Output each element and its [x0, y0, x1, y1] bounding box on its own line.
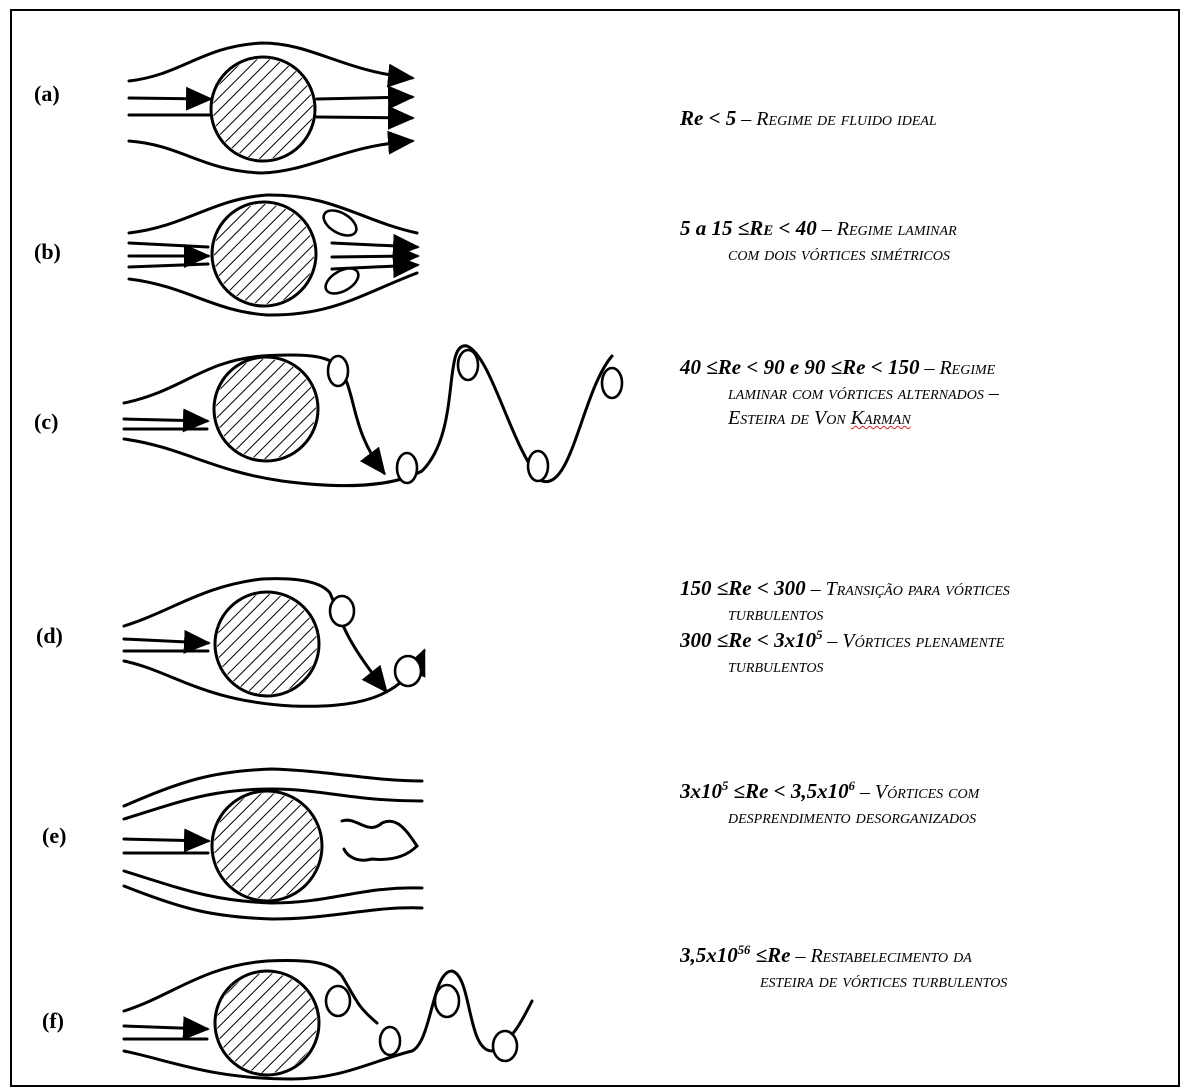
desc-a-line: Re < 5 – Regime de fluido ideal [680, 105, 937, 132]
desc-c: 40 ≤Re < 90 e 90 ≤Re < 150 – Regime lami… [680, 354, 999, 431]
desc-c-sub-2: Esteira de Von Karman [680, 406, 999, 431]
desc-a: Re < 5 – Regime de fluido ideal [680, 105, 937, 132]
desc-f-line: 3,5x1056 ≤Re – Restabelecimento da [680, 942, 1007, 969]
figure-c [124, 346, 622, 486]
desc-d-sub-2: turbulentos [680, 654, 1010, 679]
desc-b-sub: com dois vórtices simétricos [680, 242, 957, 267]
figure-f [124, 961, 532, 1079]
desc-e: 3x105 ≤Re < 3,5x106 – Vórtices com despr… [680, 778, 979, 830]
desc-f-sub: esteira de vórtices turbulentos [680, 969, 1007, 994]
desc-f: 3,5x1056 ≤Re – Restabelecimento da estei… [680, 942, 1007, 994]
diagram-frame: (a) (b) (c) (d) (e) (f) [10, 9, 1180, 1087]
desc-d-line-1: 150 ≤Re < 300 – Transição para vórtices [680, 575, 1010, 602]
desc-d-line-2: 300 ≤Re < 3x105 – Vórtices plenamente [680, 627, 1010, 654]
flow-figures [12, 11, 652, 1081]
desc-b-line: 5 a 15 ≤Re < 40 – Regime laminar [680, 215, 957, 242]
desc-c-sub-1: laminar com vórtices alternados – [680, 381, 999, 406]
desc-c-line: 40 ≤Re < 90 e 90 ≤Re < 150 – Regime [680, 354, 999, 381]
figure-b [129, 195, 417, 315]
desc-d: 150 ≤Re < 300 – Transição para vórtices … [680, 575, 1010, 679]
figure-a [129, 43, 412, 173]
figure-d [124, 579, 424, 707]
desc-e-line: 3x105 ≤Re < 3,5x106 – Vórtices com [680, 778, 979, 805]
desc-e-sub: desprendimento desorganizados [680, 805, 979, 830]
desc-b: 5 a 15 ≤Re < 40 – Regime laminar com doi… [680, 215, 957, 267]
figure-e [124, 769, 422, 919]
desc-d-sub-1: turbulentos [680, 602, 1010, 627]
